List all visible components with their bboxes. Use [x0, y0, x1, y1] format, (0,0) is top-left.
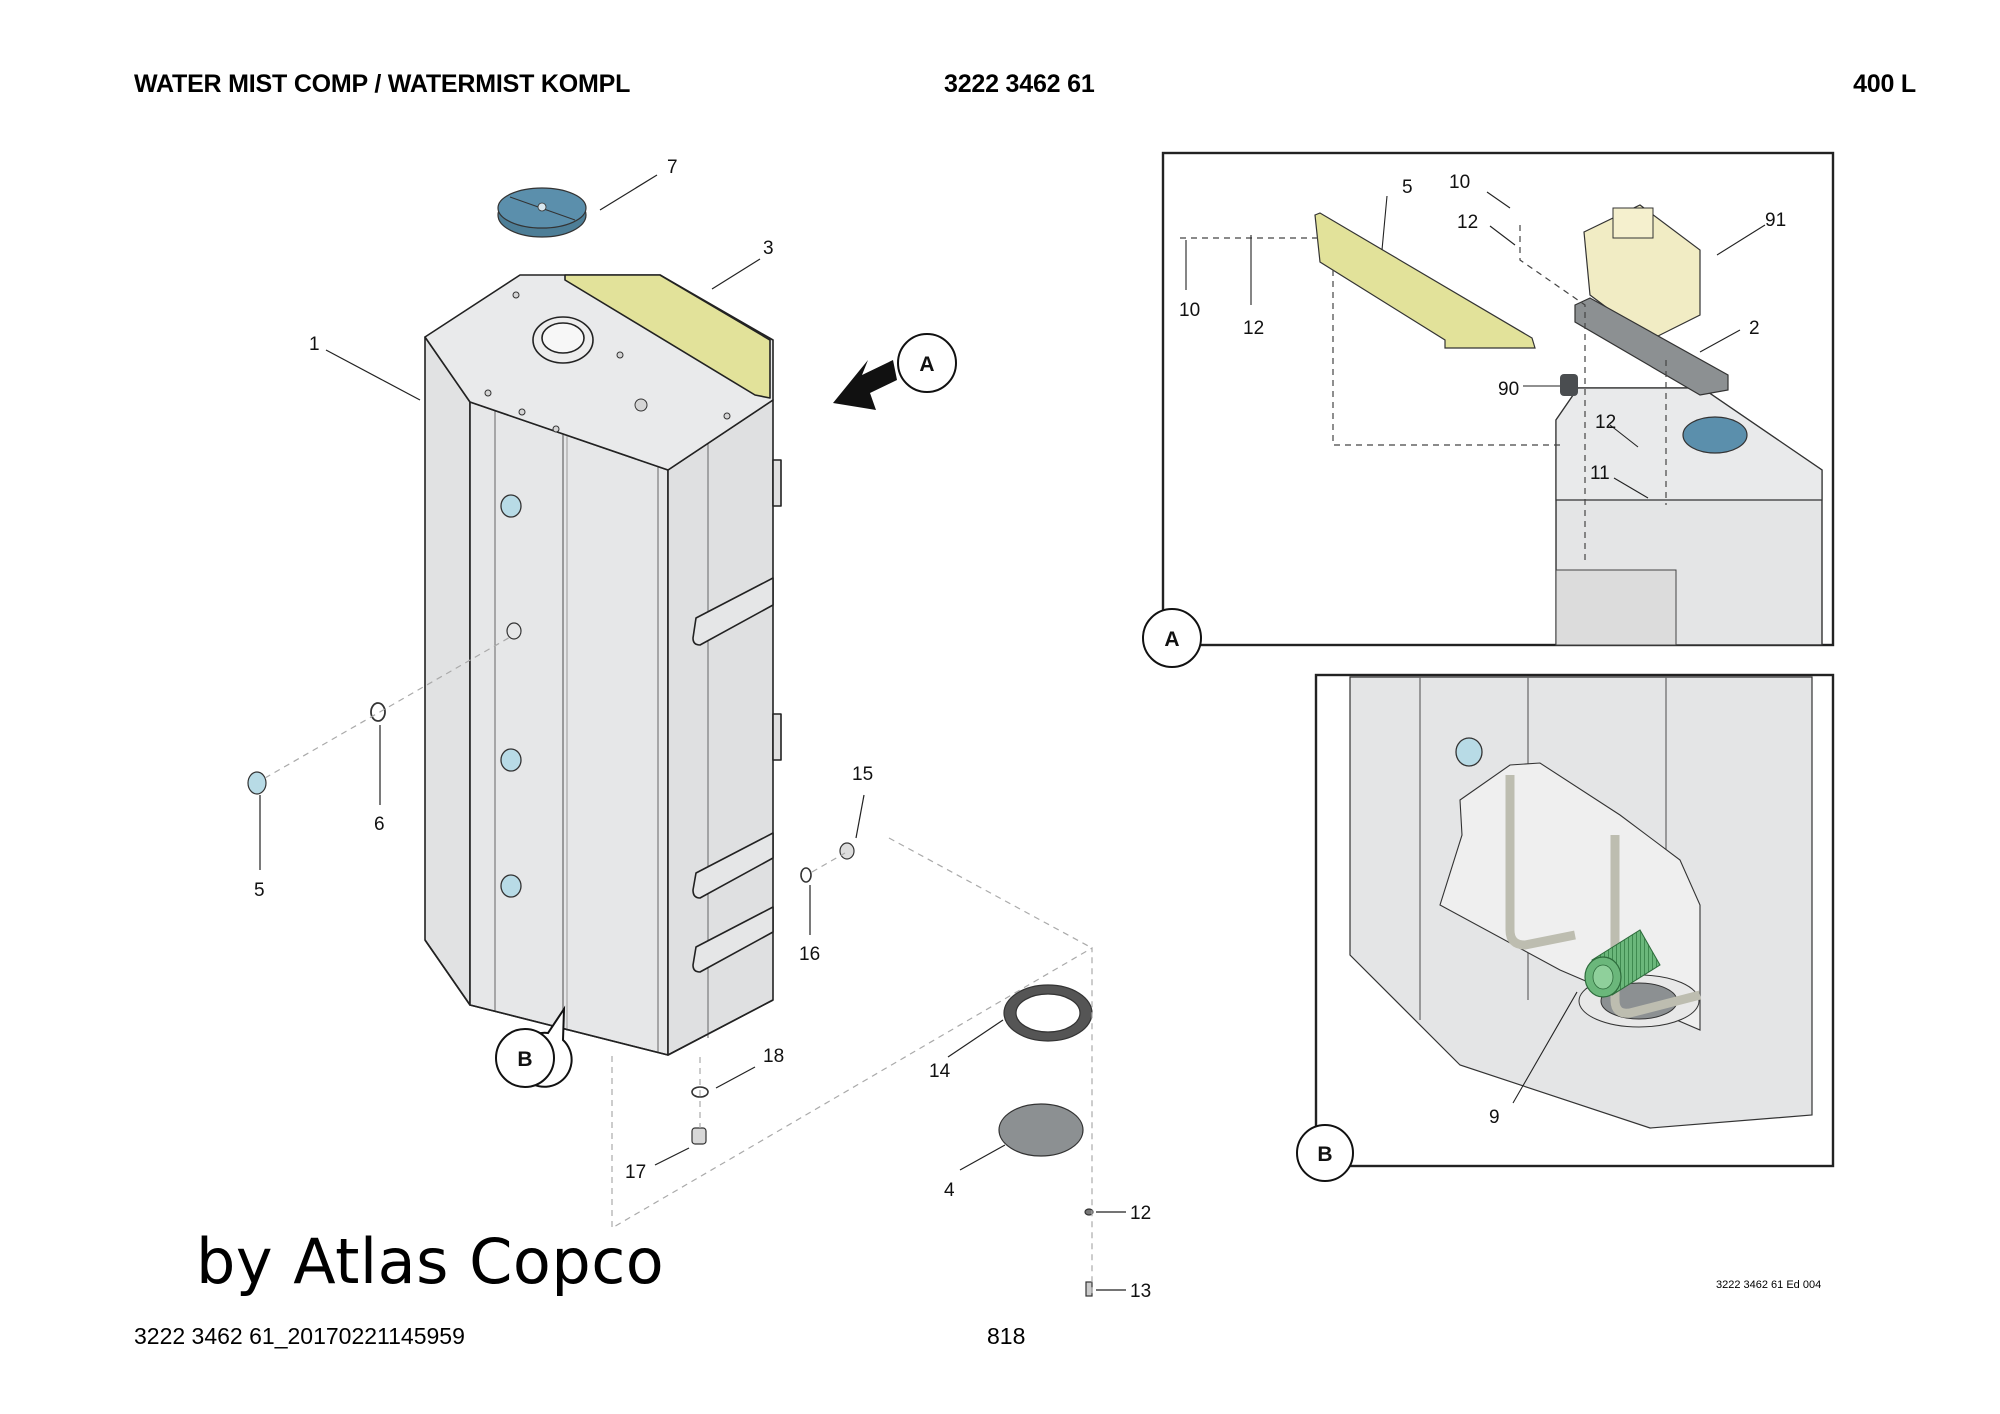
detail-a-callout-12: 12 — [1595, 412, 1616, 433]
cover-plate-item-5 — [1314, 212, 1536, 349]
callout-leader-lines — [259, 174, 1126, 1291]
view-a-arrow: A — [833, 333, 957, 410]
callout-7: 7 — [667, 157, 678, 178]
detail-a-callout-91: 91 — [1765, 210, 1786, 231]
callout-12: 12 — [1130, 1203, 1151, 1224]
detail-a-callout-5: 5 — [1402, 177, 1413, 198]
variant-label: 400 L — [1853, 70, 1916, 98]
detail-view-a: 5 10 12 91 10 12 2 90 12 11 A — [1142, 151, 1835, 668]
callout-5: 5 — [254, 880, 265, 901]
callout-16: 16 — [799, 944, 820, 965]
detail-a-callout-12-top: 12 — [1457, 212, 1478, 233]
callout-17: 17 — [625, 1162, 646, 1183]
bracket-item-2 — [1574, 297, 1729, 396]
side-plug — [500, 494, 522, 898]
callout-14: 14 — [929, 1061, 951, 1082]
detail-a-callout-10-top: 10 — [1449, 172, 1470, 193]
water-tank — [424, 274, 782, 1056]
callout-1: 1 — [309, 334, 320, 355]
detail-b-callout-9: 9 — [1489, 1107, 1500, 1128]
tank-cap-item-7 — [497, 187, 587, 238]
callout-15: 15 — [852, 764, 873, 785]
detail-a-callout-11: 11 — [1590, 463, 1610, 484]
detail-a-callout-90: 90 — [1498, 379, 1519, 400]
part-number: 3222 3462 61 — [944, 70, 1095, 98]
document-id: 3222 3462 61_20170221145959 — [134, 1323, 465, 1349]
detail-a-marker: A — [1164, 628, 1179, 651]
exploded-small-parts — [247, 702, 1094, 1297]
callout-6: 6 — [374, 814, 385, 835]
view-a-marker: A — [919, 353, 934, 376]
detail-a-callout-12-left: 12 — [1243, 318, 1264, 339]
callout-13: 13 — [1130, 1281, 1151, 1302]
detail-b-marker: B — [1317, 1143, 1332, 1166]
filter-item-9 — [1584, 929, 1661, 998]
main-view-callouts: 1 3 7 5 6 15 16 18 17 14 4 12 13 — [254, 157, 1151, 1302]
edition-label: 3222 3462 61 Ed 004 — [1716, 1279, 1822, 1291]
callout-4: 4 — [944, 1180, 955, 1201]
cover-plate-item-3 — [564, 274, 771, 399]
detail-a-callout-10-left: 10 — [1179, 300, 1200, 321]
view-b-marker: B — [517, 1048, 532, 1071]
view-b-pointer: B — [495, 1005, 573, 1088]
callout-18: 18 — [763, 1046, 784, 1067]
watermark-text: by Atlas Copco — [196, 1225, 665, 1298]
page-number: 818 — [987, 1323, 1026, 1349]
drawing-title: WATER MIST COMP / WATERMIST KOMPL — [134, 70, 631, 98]
assembly-guide-lines — [264, 635, 1093, 1298]
valve-block-item-91 — [1583, 204, 1701, 341]
detail-a-callout-2: 2 — [1749, 318, 1760, 339]
detail-view-b: 9 B — [1296, 673, 1835, 1182]
callout-3: 3 — [763, 238, 774, 259]
